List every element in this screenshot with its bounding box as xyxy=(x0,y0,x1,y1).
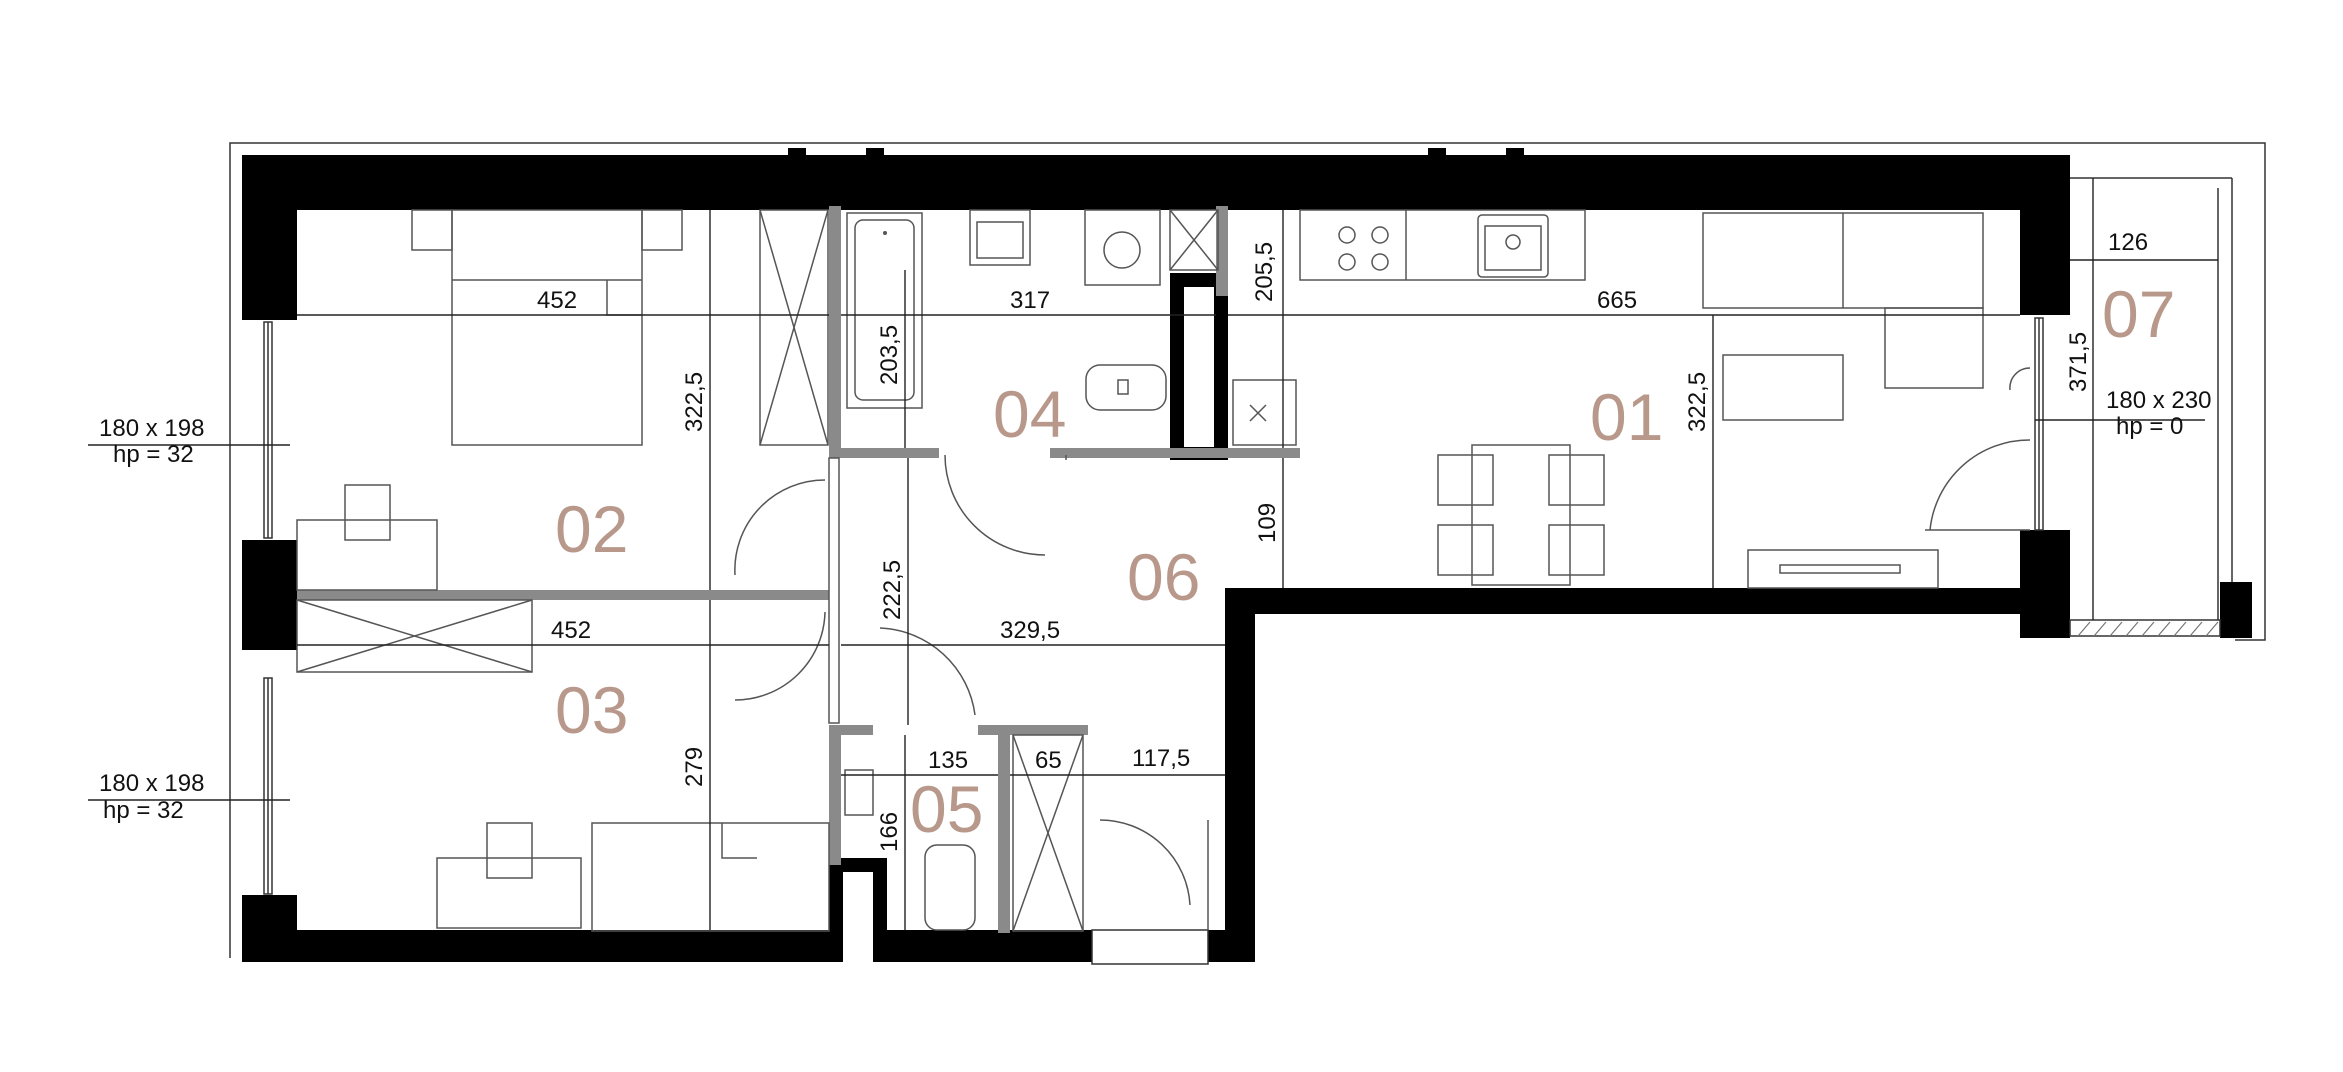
dim-279: 279 xyxy=(681,747,708,787)
window-1-size: 180 x 198 xyxy=(99,415,204,442)
windows xyxy=(263,317,2221,965)
room-labels: 01 02 03 04 05 06 07 xyxy=(555,277,2175,846)
room-02-label: 02 xyxy=(555,492,628,566)
room-07-label: 07 xyxy=(2102,277,2175,351)
window-1-hp: hp = 32 xyxy=(113,441,194,468)
dim-665: 665 xyxy=(1597,287,1637,314)
dim-317: 317 xyxy=(1010,287,1050,314)
room-06-label: 06 xyxy=(1127,540,1200,614)
window-3-hp: hp = 0 xyxy=(2116,413,2183,440)
dim-166: 166 xyxy=(876,812,903,852)
doors xyxy=(734,367,2031,930)
window-2-size: 180 x 198 xyxy=(99,770,204,797)
room-05-label: 05 xyxy=(910,772,983,846)
exterior-walls xyxy=(242,148,2252,962)
dim-203-5: 203,5 xyxy=(876,325,903,385)
dim-126: 126 xyxy=(2108,229,2148,256)
dim-65: 65 xyxy=(1035,747,1062,774)
window-3-size: 180 x 230 xyxy=(2106,387,2211,414)
dim-329-5: 329,5 xyxy=(1000,617,1060,644)
room-04-label: 04 xyxy=(993,377,1066,451)
dim-452-mid: 452 xyxy=(551,617,591,644)
dim-109: 109 xyxy=(1254,503,1281,543)
dim-222-5: 222,5 xyxy=(879,560,906,620)
interior-walls xyxy=(297,206,1300,933)
dimension-labels: 452 317 665 205,5 203,5 322,5 322,5 109 … xyxy=(537,229,2148,852)
dimension-lines xyxy=(88,178,2218,930)
dim-135: 135 xyxy=(928,747,968,774)
room-01-label: 01 xyxy=(1590,380,1663,454)
dim-117-5: 117,5 xyxy=(1132,745,1190,772)
dim-322-5-right: 322,5 xyxy=(1684,372,1711,432)
dim-452-top: 452 xyxy=(537,287,577,314)
dim-371-5: 371,5 xyxy=(2065,332,2092,392)
window-2-hp: hp = 32 xyxy=(103,797,184,824)
dim-205-5: 205,5 xyxy=(1251,242,1278,302)
window-labels: 180 x 198 hp = 32 180 x 198 hp = 32 180 … xyxy=(99,387,2211,824)
dim-322-5-left: 322,5 xyxy=(681,372,708,432)
room-03-label: 03 xyxy=(555,673,628,747)
